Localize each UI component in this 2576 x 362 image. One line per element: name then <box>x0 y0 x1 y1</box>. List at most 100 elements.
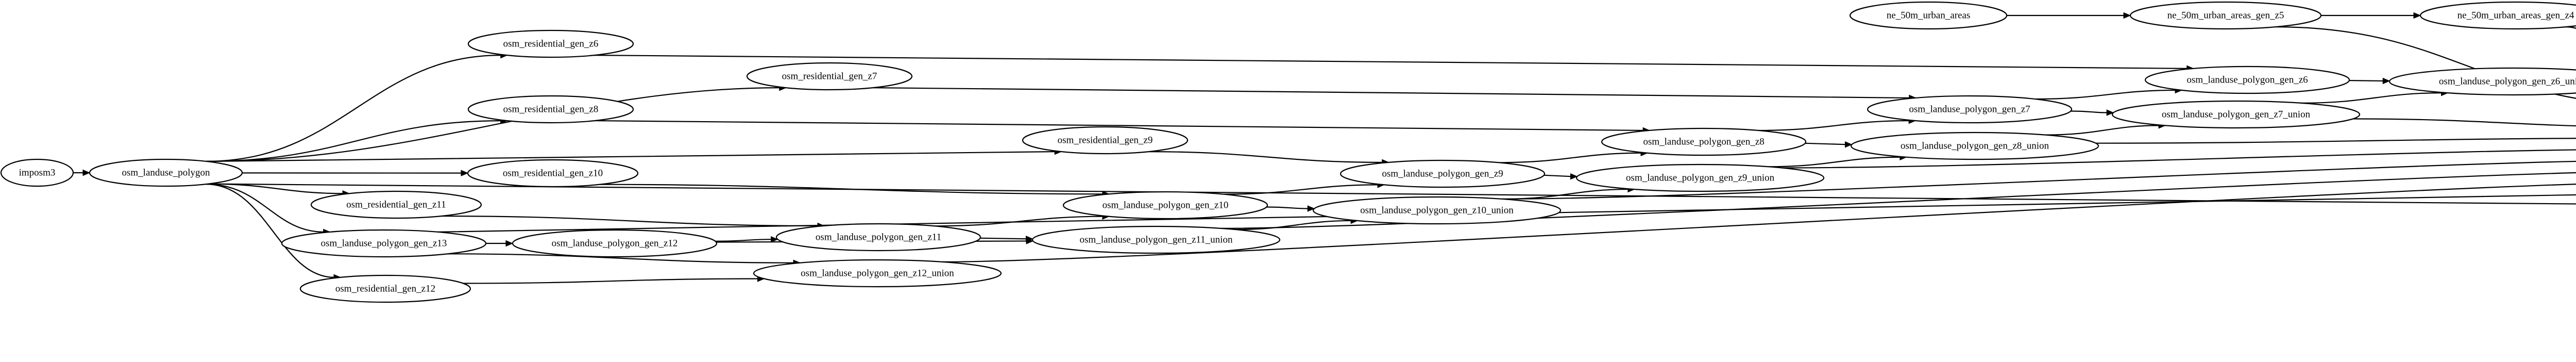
node-osm_landuse_polygon_gen_z9_union[interactable]: osm_landuse_polygon_gen_z9_union <box>1575 163 1825 192</box>
node-osm_landuse_polygon[interactable]: osm_landuse_polygon <box>89 158 243 187</box>
node-label: osm_landuse_polygon_gen_z6 <box>2187 74 2308 85</box>
node-label: osm_residential_gen_z12 <box>335 283 435 294</box>
node-label: imposm3 <box>19 167 56 178</box>
node-ellipse <box>2144 65 2350 94</box>
node-ellipse <box>299 274 471 303</box>
node-osm_residential_gen_z9[interactable]: osm_residential_gen_z9 <box>1022 126 1189 155</box>
node-ellipse <box>1575 163 1825 192</box>
edge-arrowhead <box>1026 235 1033 242</box>
node-ellipse <box>753 259 1002 288</box>
node-ellipse <box>512 229 718 258</box>
node-label: osm_landuse_polygon_gen_z6_union <box>2439 76 2576 87</box>
edge-osm_landuse_polygon_gen_z7_union-to-osm_landuse_polygon_gen_z6_union <box>2301 92 2442 104</box>
node-label: osm_landuse_polygon_gen_z8 <box>1643 136 1764 147</box>
edge-osm_landuse_polygon-to-layer_landuse_z14 <box>208 183 2576 205</box>
edge-osm_landuse_polygon_gen_z9-to-osm_landuse_polygon_gen_z8 <box>1499 152 1641 163</box>
edge-osm_landuse_polygon_gen_z9_union-to-osm_landuse_polygon_gen_z8_union <box>1768 156 1901 168</box>
node-osm_residential_gen_z11[interactable]: osm_residential_gen_z11 <box>310 190 482 219</box>
node-osm_residential_gen_z8[interactable]: osm_residential_gen_z8 <box>467 95 634 124</box>
node-osm_landuse_polygon_gen_z11[interactable]: osm_landuse_polygon_gen_z11 <box>775 223 981 252</box>
edge-osm_landuse_polygon_gen_z10-to-osm_landuse_polygon_gen_z10_union <box>1266 206 1309 209</box>
node-osm_landuse_polygon_gen_z8[interactable]: osm_landuse_polygon_gen_z8 <box>1601 127 1807 156</box>
node-label: osm_landuse_polygon_gen_z7_union <box>2162 109 2311 120</box>
node-label: ne_50m_urban_areas <box>1887 10 1971 21</box>
node-ellipse <box>1849 1 2008 30</box>
edge-arrowhead <box>2382 77 2391 85</box>
node-label: ne_50m_urban_areas_gen_z4 <box>2458 10 2574 21</box>
node-label: osm_residential_gen_z6 <box>503 38 599 49</box>
edge-arrowhead <box>2413 12 2421 19</box>
node-label: osm_landuse_polygon_gen_z8_union <box>1901 140 2049 151</box>
node-label: osm_landuse_polygon_gen_z13 <box>321 238 447 249</box>
node-ellipse <box>1062 191 1268 220</box>
edge-osm_landuse_polygon_gen_z10-to-osm_landuse_polygon_gen_z9 <box>1223 184 1379 195</box>
node-ne_50m_urban_areas_gen_z4[interactable]: ne_50m_urban_areas_gen_z4 <box>2419 1 2576 30</box>
node-ellipse <box>2129 1 2322 30</box>
node-osm_landuse_polygon_gen_z12[interactable]: osm_landuse_polygon_gen_z12 <box>512 229 718 258</box>
node-ellipse <box>775 223 981 252</box>
edge-osm_landuse_polygon-to-osm_landuse_polygon_gen_z13 <box>206 184 324 233</box>
edge-arrowhead <box>1307 205 1315 212</box>
node-ellipse <box>89 158 243 187</box>
edge-osm_residential_gen_z12-to-osm_landuse_polygon_gen_z12_union <box>463 278 758 284</box>
edge-osm_landuse_polygon_gen_z11-to-osm_landuse_polygon_gen_z11_union <box>980 237 1027 240</box>
edge-osm_landuse_polygon_gen_z11_union-to-osm_landuse_polygon_gen_z10_union <box>1235 220 1352 231</box>
node-imposm3[interactable]: imposm3 <box>0 158 74 187</box>
node-label: osm_landuse_polygon_gen_z12_union <box>801 268 954 278</box>
edge-arrowhead <box>505 240 514 247</box>
node-ellipse <box>1031 225 1281 254</box>
edge-osm_landuse_polygon_gen_z12-to-osm_landuse_polygon_gen_z11 <box>715 239 772 242</box>
node-osm_landuse_polygon_gen_z6_union[interactable]: osm_landuse_polygon_gen_z6_union <box>2388 67 2576 96</box>
node-label: osm_landuse_polygon_gen_z11 <box>816 232 941 242</box>
edge-osm_landuse_polygon_gen_z8-to-osm_landuse_polygon_gen_z8_union <box>1805 142 1846 145</box>
node-osm_landuse_polygon_gen_z7[interactable]: osm_landuse_polygon_gen_z7 <box>1867 95 2073 124</box>
edge-osm_landuse_polygon_gen_z11-to-osm_landuse_polygon_gen_z10 <box>935 216 1103 227</box>
node-osm_landuse_polygon_gen_z11_union[interactable]: osm_landuse_polygon_gen_z11_union <box>1031 225 1281 254</box>
node-ne_50m_urban_areas[interactable]: ne_50m_urban_areas <box>1849 1 2008 30</box>
edge-arrowhead <box>1844 141 1853 148</box>
node-osm_landuse_polygon_gen_z13[interactable]: osm_landuse_polygon_gen_z13 <box>281 229 487 258</box>
edge-osm_landuse_polygon_gen_z9_union-to-layer_landuse_z9 <box>1782 149 2576 169</box>
edge-osm_landuse_polygon-to-osm_residential_gen_z8 <box>206 120 501 162</box>
edge-osm_landuse_polygon_gen_z7-to-osm_landuse_polygon_gen_z7_union <box>2071 110 2108 113</box>
node-osm_landuse_polygon_gen_z7_union[interactable]: osm_landuse_polygon_gen_z7_union <box>2111 100 2361 129</box>
node-ellipse <box>0 158 74 187</box>
edge-osm_landuse_polygon-to-osm_residential_gen_z6 <box>206 55 501 162</box>
node-osm_residential_gen_z7[interactable]: osm_residential_gen_z7 <box>746 62 913 91</box>
node-label: osm_residential_gen_z8 <box>503 104 599 114</box>
edge-osm_landuse_polygon_gen_z10_union-to-layer_landuse_z10 <box>1502 160 2576 200</box>
node-osm_residential_gen_z12[interactable]: osm_residential_gen_z12 <box>299 274 471 303</box>
node-ellipse <box>310 190 482 219</box>
node-label: osm_landuse_polygon_gen_z11_union <box>1080 234 1233 245</box>
node-ellipse <box>1340 159 1546 188</box>
node-osm_landuse_polygon_gen_z9[interactable]: osm_landuse_polygon_gen_z9 <box>1340 159 1546 188</box>
node-label: osm_residential_gen_z11 <box>346 199 446 210</box>
edge-arrowhead <box>2106 109 2114 116</box>
node-osm_residential_gen_z10[interactable]: osm_residential_gen_z10 <box>467 159 639 188</box>
edge-arrowhead <box>461 170 469 176</box>
node-ellipse <box>1867 95 2073 124</box>
node-osm_landuse_polygon_gen_z10_union[interactable]: osm_landuse_polygon_gen_z10_union <box>1312 196 1562 225</box>
node-label: osm_landuse_polygon_gen_z12 <box>552 238 678 249</box>
node-osm_landuse_polygon_gen_z6[interactable]: osm_landuse_polygon_gen_z6 <box>2144 65 2350 94</box>
edge-arrowhead <box>1570 173 1578 180</box>
node-label: osm_residential_gen_z10 <box>503 168 603 178</box>
edge-layer <box>73 12 2576 284</box>
edge-arrowhead <box>771 236 778 243</box>
edge-osm_residential_gen_z8-to-osm_landuse_polygon_gen_z8 <box>594 120 1644 131</box>
node-osm_landuse_polygon_gen_z12_union[interactable]: osm_landuse_polygon_gen_z12_union <box>753 259 1002 288</box>
node-osm_landuse_polygon_gen_z10[interactable]: osm_landuse_polygon_gen_z10 <box>1062 191 1268 220</box>
node-osm_residential_gen_z6[interactable]: osm_residential_gen_z6 <box>467 29 634 58</box>
node-ellipse <box>281 229 487 258</box>
edge-osm_residential_gen_z9-to-osm_landuse_polygon_gen_z9 <box>1148 151 1383 163</box>
node-label: osm_landuse_polygon_gen_z9_union <box>1626 172 1775 183</box>
node-label: osm_landuse_polygon_gen_z7 <box>1909 104 2030 114</box>
node-osm_landuse_polygon_gen_z8_union[interactable]: osm_landuse_polygon_gen_z8_union <box>1850 131 2099 160</box>
node-ellipse <box>467 159 639 188</box>
edge-osm_landuse_polygon_gen_z7_union-to-layer_landuse_z7 <box>2352 118 2576 127</box>
node-ne_50m_urban_areas_gen_z5[interactable]: ne_50m_urban_areas_gen_z5 <box>2129 1 2322 30</box>
edge-osm_landuse_polygon_gen_z11_union-to-layer_landuse_z11 <box>1221 172 2576 229</box>
node-label: ne_50m_urban_areas_gen_z5 <box>2167 10 2284 21</box>
edge-arrowhead <box>82 169 91 176</box>
